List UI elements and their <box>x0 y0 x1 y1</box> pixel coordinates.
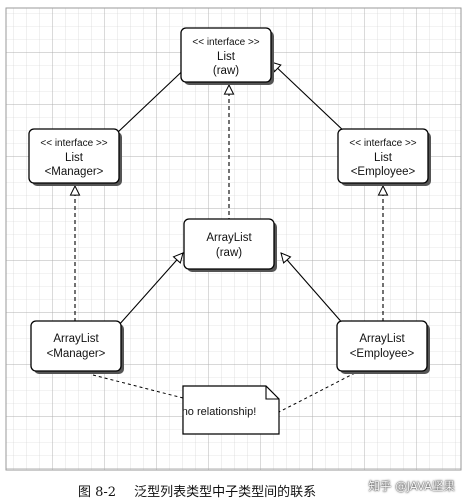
figure-caption: 图 8-2 泛型列表类型中子类型间的联系 <box>78 481 316 500</box>
note-no-relationship: no relationship! <box>182 385 280 435</box>
no-relationship-connector-right <box>278 372 356 413</box>
node-list-employee: << interface >> List <Employee> <box>337 128 431 186</box>
node-arraylist-raw: ArrayList (raw) <box>183 218 277 272</box>
figure-number: 图 8-2 <box>78 485 117 500</box>
edge-arraylist-manager-to-arraylist-raw <box>117 253 183 327</box>
edge-arraylist-employee-to-arraylist-raw <box>281 253 346 327</box>
node-list-manager: << interface >> List <Manager> <box>28 128 122 186</box>
node-arraylist-employee: ArrayList <Employee> <box>336 320 430 374</box>
class-diagram: << interface >> List (raw) << interface … <box>5 7 462 471</box>
grid-border <box>5 7 462 471</box>
list-raw-name: List <box>217 51 236 63</box>
list-manager-stereotype: << interface >> <box>40 138 107 149</box>
caption-text: 泛型列表类型中子类型间的联系 <box>134 485 317 500</box>
list-raw-stereotype: << interface >> <box>192 37 259 48</box>
edge-list-employee-to-list-raw <box>271 62 347 134</box>
list-employee-stereotype: << interface >> <box>349 138 416 149</box>
node-arraylist-manager: ArrayList <Manager> <box>30 320 124 374</box>
arraylist-employee-type: <Employee> <box>350 348 415 360</box>
list-employee-name: List <box>374 152 393 164</box>
arraylist-manager-name: ArrayList <box>53 333 99 345</box>
note-text: no relationship! <box>182 406 257 418</box>
watermark: 知乎 @JAVA坚果 <box>368 479 455 493</box>
edge-list-manager-to-list-raw <box>116 62 192 134</box>
arraylist-raw-name: ArrayList <box>206 232 252 244</box>
list-raw-type: (raw) <box>213 65 239 77</box>
list-manager-type: <Manager> <box>45 166 104 178</box>
arraylist-raw-type: (raw) <box>216 247 242 259</box>
list-employee-type: <Employee> <box>351 166 416 178</box>
node-list-raw: << interface >> List (raw) <box>180 27 274 85</box>
list-manager-name: List <box>65 152 84 164</box>
arraylist-manager-type: <Manager> <box>47 348 106 360</box>
arraylist-employee-name: ArrayList <box>359 333 405 345</box>
